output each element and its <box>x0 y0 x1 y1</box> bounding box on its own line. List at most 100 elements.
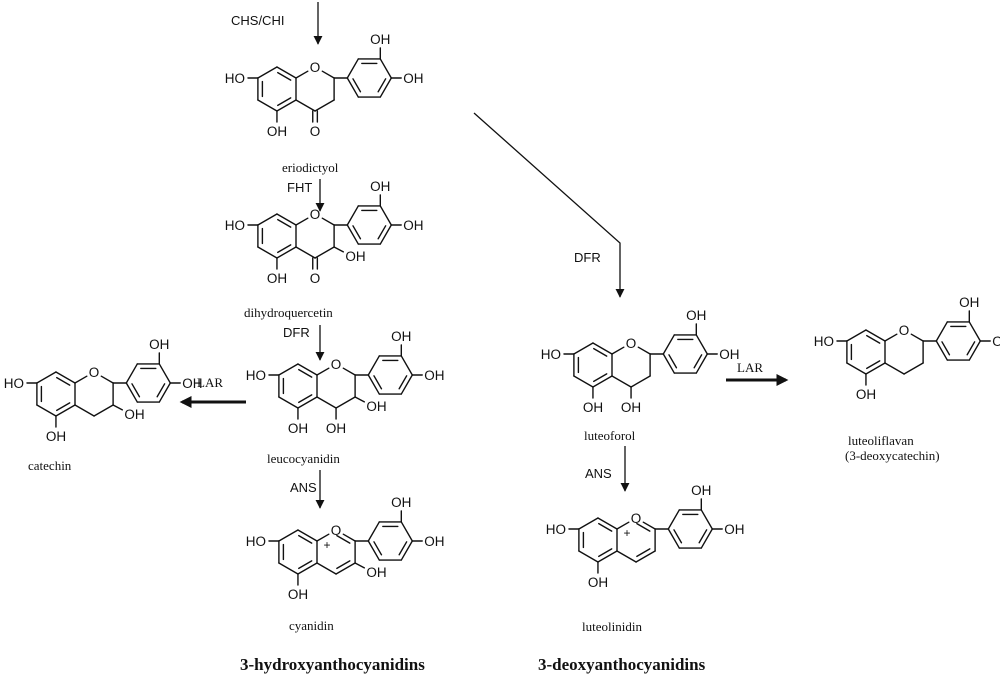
double-bond-line <box>156 383 166 398</box>
bond <box>297 529 318 542</box>
double-bond-line <box>698 529 708 544</box>
bond <box>700 509 714 530</box>
double-bond-line <box>298 368 313 378</box>
enzyme-label-lar-right: LAR <box>737 360 763 375</box>
bond <box>700 528 714 549</box>
hydroxyl-4prime-label: OH <box>992 334 1000 349</box>
bond <box>100 375 114 384</box>
bond <box>297 562 318 575</box>
bond <box>616 550 637 563</box>
bond <box>314 99 335 112</box>
bond <box>74 404 95 417</box>
double-bond-line <box>277 71 292 81</box>
bond <box>93 404 114 417</box>
compound-label-luteoforol: luteoforol <box>584 428 636 443</box>
bond <box>278 562 299 575</box>
hydroxyl-3prime-label: OH <box>391 329 411 344</box>
ring-oxygen-label: O <box>631 511 642 526</box>
bond <box>278 529 299 542</box>
double-bond-line <box>593 347 608 357</box>
molecule-luteoforol: O HO OH OH OH OH <box>541 308 740 415</box>
bond <box>297 363 318 376</box>
enzyme-label-ans-right: ANS <box>585 466 612 481</box>
hydroxyl-5-label: OH <box>288 421 308 436</box>
bond <box>379 205 393 226</box>
hydroxyl-3prime-label: OH <box>691 483 711 498</box>
compound-label-dihydroquercetin: dihydroquercetin <box>244 305 333 320</box>
hydroxyl-5-label: OH <box>46 429 66 444</box>
bond <box>295 246 316 259</box>
positive-charge-label: + <box>624 526 631 540</box>
bond <box>346 77 360 98</box>
bond <box>321 70 335 79</box>
bond <box>846 362 867 375</box>
hydroxyl-4-label: OH <box>621 400 641 415</box>
bond <box>935 340 949 361</box>
compound-label-luteolinidin: luteolinidin <box>582 619 642 634</box>
bond <box>314 246 335 259</box>
bond <box>573 342 594 355</box>
double-bond-line <box>56 402 71 412</box>
hydroxyl-5-label: OH <box>288 587 308 602</box>
compound-label-catechin: catechin <box>28 458 72 473</box>
hydroxyl-4prime-label: OH <box>719 347 739 362</box>
bond <box>112 404 124 411</box>
bond <box>257 213 278 226</box>
bond <box>342 367 356 376</box>
hydroxyl-3prime-label: OH <box>686 308 706 323</box>
bond <box>276 213 297 226</box>
ring-oxygen-label: O <box>626 336 637 351</box>
bond <box>367 355 381 376</box>
enzyme-label-chs-chi: CHS/CHI <box>231 13 284 28</box>
double-bond-line <box>636 548 651 558</box>
double-bond-line <box>377 225 387 240</box>
bond <box>278 396 299 409</box>
bond <box>316 367 330 376</box>
bond <box>55 404 76 417</box>
hydroxyl-5-label: OH <box>588 575 608 590</box>
double-bond-line <box>277 97 292 107</box>
double-bond-line <box>966 341 976 356</box>
hydroxyl-7-label: HO <box>814 334 834 349</box>
hydroxyl-3-label: OH <box>366 565 386 580</box>
bond <box>354 562 366 569</box>
bond <box>36 404 57 417</box>
bond <box>297 396 318 409</box>
enzyme-label-dfr-left: DFR <box>283 325 310 340</box>
bond <box>321 217 335 226</box>
hydroxyl-5-label: OH <box>267 124 287 139</box>
bond <box>335 396 356 409</box>
double-bond-line <box>866 334 881 344</box>
hydroxyl-5-label: OH <box>583 400 603 415</box>
bond <box>400 521 414 542</box>
bond <box>968 321 982 342</box>
bond <box>597 517 618 530</box>
hydroxyl-7-label: HO <box>225 218 245 233</box>
bond <box>903 362 924 375</box>
double-bond-line <box>298 394 313 404</box>
bond <box>335 562 356 575</box>
bond <box>379 58 393 79</box>
bond <box>346 58 360 79</box>
carbonyl-oxygen-label: O <box>310 124 321 139</box>
hydroxyl-7-label: HO <box>541 347 561 362</box>
double-bond-line <box>673 529 683 544</box>
bond <box>884 333 898 342</box>
reaction-arrows <box>179 2 789 509</box>
bond <box>367 374 381 395</box>
bond <box>295 99 316 112</box>
arrow-dfr-right <box>473 112 625 298</box>
compound-label-luteoliflavan-alt: (3-deoxycatechin) <box>845 448 940 463</box>
bond <box>578 517 599 530</box>
ring-oxygen-label: O <box>899 323 910 338</box>
double-bond-line <box>866 360 881 370</box>
double-bond-line <box>693 354 703 369</box>
ring-oxygen-label: O <box>331 523 342 538</box>
bond <box>295 70 309 79</box>
bond <box>346 224 360 245</box>
